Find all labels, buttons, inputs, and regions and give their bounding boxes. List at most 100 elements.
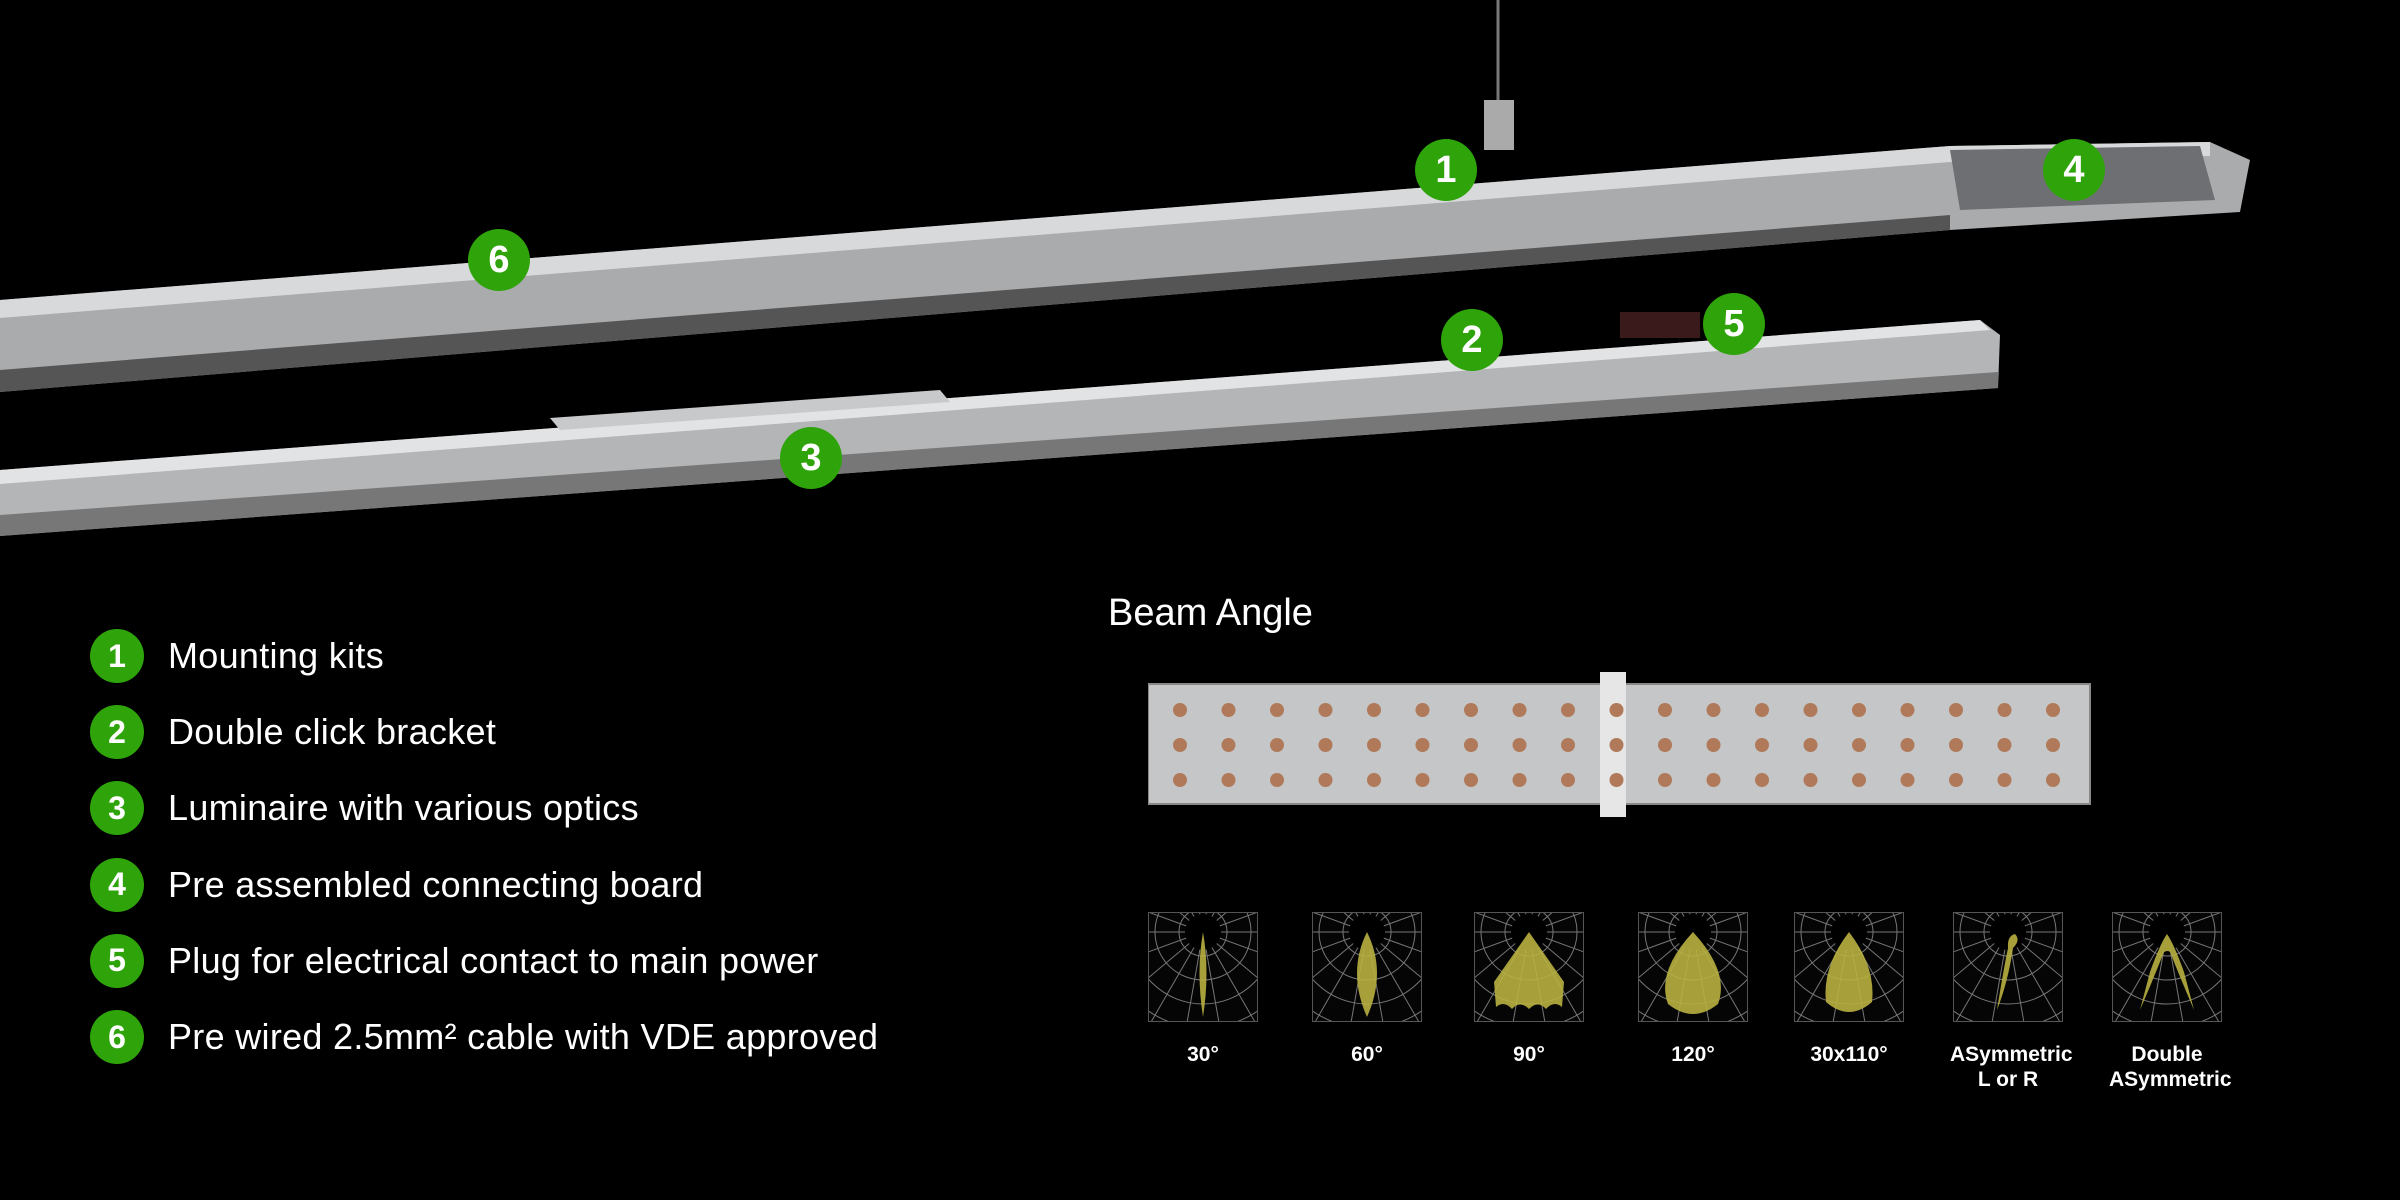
led-chip: [1755, 773, 1769, 787]
callout-badge-1: 1: [1415, 139, 1477, 201]
led-chip: [1512, 738, 1527, 752]
led-chip: [1464, 738, 1478, 752]
led-chip: [1658, 703, 1672, 717]
led-chip: [1609, 738, 1624, 752]
feature-label: Mounting kits: [168, 635, 384, 677]
led-chip: [1658, 738, 1672, 752]
led-chip: [1367, 703, 1381, 717]
beam-label: 60°: [1351, 1043, 1383, 1066]
polar-diagram-icon: [1638, 912, 1748, 1022]
led-chip: [1803, 703, 1818, 717]
polar-diagram-icon: [1474, 912, 1584, 1022]
led-chip: [1852, 773, 1866, 787]
led-chip: [1270, 773, 1284, 787]
led-chip: [1318, 703, 1333, 717]
beam-shape: [1665, 932, 1721, 1014]
led-chip: [1900, 703, 1915, 717]
led-chip: [1949, 703, 1963, 717]
led-chip: [1415, 773, 1430, 787]
feature-item: 5 Plug for electrical contact to main pow…: [90, 923, 878, 999]
led-chip: [1561, 773, 1575, 787]
led-chip: [1706, 738, 1721, 752]
beam-option-oval: 30x110°: [1791, 912, 1907, 1067]
beam-label: 120°: [1671, 1043, 1715, 1066]
feature-label: Luminaire with various optics: [168, 787, 639, 829]
beam-shape: [2140, 934, 2194, 1010]
feature-item: 4 Pre assembled connecting board: [90, 847, 878, 923]
led-chip: [1415, 703, 1430, 717]
beam-option-wide: 90°: [1471, 912, 1587, 1067]
callout-badge-5: 5: [1703, 293, 1765, 355]
feature-label: Pre assembled connecting board: [168, 863, 704, 905]
beam-angle-title: Beam Angle: [1108, 592, 1313, 634]
beam-shape: [1357, 932, 1377, 1017]
led-chip: [1561, 703, 1575, 717]
feature-item: 6 Pre wired 2.5mm² cable with VDE approve…: [90, 999, 878, 1075]
polar-diagram-icon: [1794, 912, 1904, 1022]
rail-shadow: [0, 215, 1950, 392]
feature-label: Pre wired 2.5mm² cable with VDE approved: [168, 1016, 879, 1058]
beam-option-medium: 60°: [1309, 912, 1425, 1067]
led-chip: [1561, 738, 1575, 752]
feature-number: 1: [90, 629, 144, 684]
luminaire-optics: [0, 372, 1998, 536]
feature-number: 3: [90, 781, 144, 836]
led-chip: [1173, 738, 1187, 752]
callout-badge-6: 6: [468, 229, 530, 291]
feature-item: 1 Mounting kits: [90, 618, 878, 694]
feature-label: Double click bracket: [168, 711, 497, 753]
beam-shape: [1825, 932, 1873, 1012]
callout-badge-3: 3: [780, 427, 842, 489]
feature-number: 5: [90, 933, 144, 988]
polar-diagram-icon: [2112, 912, 2222, 1022]
led-chip: [1173, 773, 1187, 787]
led-chip: [1755, 703, 1769, 717]
feature-number: 6: [90, 1010, 144, 1065]
led-chip: [1173, 703, 1187, 717]
led-chip: [1706, 703, 1721, 717]
led-chip: [2046, 703, 2060, 717]
feature-label: Plug for electrical contact to main powe…: [168, 939, 819, 981]
beam-label: 30°: [1187, 1043, 1219, 1066]
feature-item: 3 Luminaire with various optics: [90, 770, 878, 846]
callout-badge-2: 2: [1441, 309, 1503, 371]
led-chip: [1415, 738, 1430, 752]
led-chip: [1221, 738, 1236, 752]
led-chip: [1658, 773, 1672, 787]
led-chip: [1464, 703, 1478, 717]
led-chip: [1464, 773, 1478, 787]
led-chip: [1997, 703, 2012, 717]
led-chip: [1221, 773, 1236, 787]
led-chip: [1803, 738, 1818, 752]
beam-option-very-wide: 120°: [1635, 912, 1751, 1067]
beam-shape: [1199, 932, 1207, 1017]
led-chip: [1609, 703, 1624, 717]
mounting-kit: [1484, 100, 1514, 150]
led-chip: [1900, 773, 1915, 787]
led-chip: [1997, 773, 2012, 787]
led-chip: [1997, 738, 2012, 752]
luminaire-illustration: [0, 0, 2250, 536]
polar-diagram-icon: [1148, 912, 1258, 1022]
led-panel: [1148, 672, 2091, 817]
led-chip: [1270, 738, 1284, 752]
led-chip: [1706, 773, 1721, 787]
led-chip: [2046, 773, 2060, 787]
callout-badge-4: 4: [2043, 139, 2105, 201]
led-chip: [1803, 773, 1818, 787]
beam-shape: [1494, 932, 1564, 1009]
led-chip: [1949, 738, 1963, 752]
led-chip: [1221, 703, 1236, 717]
led-chip: [1900, 738, 1915, 752]
led-chip: [1270, 703, 1284, 717]
beam-label: 30x110°: [1810, 1043, 1888, 1066]
polar-diagram-icon: [1312, 912, 1422, 1022]
led-chip: [1949, 773, 1963, 787]
feature-number: 4: [90, 857, 144, 912]
led-chip: [1512, 773, 1527, 787]
